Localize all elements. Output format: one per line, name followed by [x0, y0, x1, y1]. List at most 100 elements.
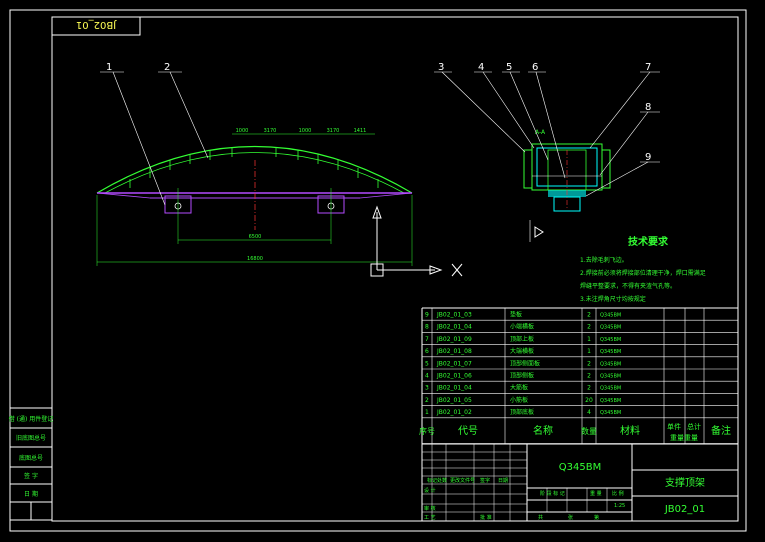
bom-row-material: Q345BM — [600, 398, 621, 404]
tech-req-title: 技术要求 — [628, 235, 669, 248]
balloon-4: 4 — [478, 62, 484, 73]
title-block: 标记 处数 更改文件号 签字 日期 设 计 审 核 工 艺 批 准 阶 段 标 … — [421, 443, 739, 522]
side-registration-strip: 借 (通) 用件登记 旧底图总号 底图总号 签 字 日 期 — [9, 407, 53, 521]
tb-change-doc: 更改文件号 — [450, 477, 475, 484]
bom-row-material: Q345BM — [600, 386, 621, 392]
tech-req-item-2: 2.焊接前必须将焊接部位清理干净，焊口需满足 焊缝平整要求，不得有夹渣气孔等。 — [580, 269, 708, 290]
bom-row-qty: 2 — [587, 324, 591, 331]
bom-row-code: JB02_01_08 — [436, 348, 472, 355]
bom-row-code: JB02_01_02 — [436, 409, 472, 416]
section-view-aa: A-A 3 4 5 6 7 8 9 — [434, 62, 660, 242]
bom-row-seq: 9 — [425, 312, 429, 319]
bom-row-code: JB02_01_04 — [436, 324, 472, 331]
bom-row-qty: 2 — [587, 360, 591, 367]
bom-row-material: Q345BM — [600, 325, 621, 331]
tb-sheet-sep: 张 — [568, 514, 573, 521]
bom-row-material: Q345BM — [600, 361, 621, 367]
bom-head-total-weight: 总计 — [687, 422, 701, 431]
tech-requirements: 技术要求 1.去除毛刺飞边。 2.焊接前必须将焊接部位清理干净，焊口需满足 焊缝… — [580, 235, 708, 303]
bom-row-qty: 4 — [587, 409, 591, 416]
bom-row-material: Q345BM — [600, 337, 621, 343]
tb-scale-label: 比 例 — [612, 490, 624, 497]
bom-row-code: JB02_01_09 — [436, 336, 472, 343]
side-label-4: 日 期 — [24, 490, 38, 498]
bom-row-seq: 1 — [425, 409, 429, 416]
bom-row-seq: 6 — [425, 348, 429, 355]
tb-stage-mark: 阶 段 标 记 — [540, 490, 565, 497]
dim-top-0: 1000 — [236, 128, 249, 134]
bom-row-qty: 20 — [585, 397, 593, 404]
tb-date: 日期 — [498, 478, 508, 484]
tb-sheet-no: 第 — [594, 514, 599, 521]
dim-bottom-long: 16800 — [247, 256, 263, 262]
tech-req-item-1: 1.去除毛刺飞边。 — [580, 256, 628, 264]
title-tag-text: JB02_01 — [76, 19, 117, 30]
bom-row-code: JB02_01_03 — [436, 312, 472, 319]
bom-row-qty: 1 — [587, 336, 591, 343]
tb-weight: 重 量 — [590, 490, 602, 497]
bom-row-name: 小筋板 — [510, 396, 528, 404]
bom-row-seq: 8 — [425, 324, 429, 331]
bom-row-seq: 2 — [425, 397, 429, 404]
section-label: A-A — [535, 129, 546, 136]
tech-req-item-3: 3.未注焊角尺寸均按规定 — [580, 295, 646, 303]
bom-head-code: 代号 — [458, 425, 478, 437]
balloon-2: 2 — [164, 62, 170, 73]
bom-row-name: 顶部侧面板 — [510, 359, 540, 367]
bom-row-seq: 3 — [425, 385, 429, 392]
tb-audit: 审 核 — [424, 505, 436, 512]
dim-top-2: 1000 — [299, 128, 312, 134]
bom-head-unit-weight: 单件 — [667, 422, 681, 431]
balloon-6: 6 — [532, 62, 538, 73]
bom-row-qty: 2 — [587, 385, 591, 392]
bom-row-code: JB02_01_07 — [436, 360, 472, 367]
title-tag-box — [51, 16, 141, 36]
drawing-frame — [51, 16, 739, 522]
bom-row-name: 垫板 — [510, 311, 522, 319]
bom-head-name: 名称 — [533, 424, 553, 437]
bom-head-qty: 数量 — [581, 426, 597, 436]
bom-head-seq: 序号 — [419, 426, 435, 436]
tb-design: 设 计 — [424, 487, 436, 494]
bom-row-code: JB02_01_04 — [436, 385, 472, 392]
balloon-3: 3 — [438, 62, 444, 73]
main-elevation-view: 6500 16800 1000 3170 1000 3170 1411 1 2 — [96, 62, 413, 266]
bom-row-qty: 2 — [587, 312, 591, 319]
bom-head-weight-suffix: 重量重量 — [670, 434, 698, 442]
tb-sheet-total: 共 — [538, 514, 543, 521]
bom-row-name: 顶部侧板 — [510, 372, 534, 380]
ucs-icon — [370, 205, 463, 277]
tb-approve: 批 准 — [480, 514, 492, 521]
bom-row-code: JB02_01_05 — [436, 397, 472, 404]
tb-scale-value: 1:25 — [614, 503, 625, 509]
bom-row-seq: 5 — [425, 360, 429, 367]
dim-top-1: 3170 — [264, 128, 277, 134]
balloon-7: 7 — [645, 62, 651, 73]
bom-row-qty: 2 — [587, 373, 591, 380]
tb-craft: 工 艺 — [424, 515, 436, 521]
side-label-2: 底图总号 — [19, 454, 43, 462]
bom-row-name: 小端横板 — [510, 323, 534, 331]
balloon-5: 5 — [506, 62, 512, 73]
balloon-9: 9 — [645, 152, 651, 163]
sheet-border — [9, 9, 747, 532]
bom-row-seq: 7 — [425, 336, 429, 343]
balloon-8: 8 — [645, 102, 651, 113]
bom-row-material: Q345BM — [600, 410, 621, 416]
bom-head-material: 材料 — [620, 424, 640, 437]
tb-count: 处数 — [437, 477, 447, 484]
side-label-3: 签 字 — [24, 472, 38, 480]
tb-mark: 标记 — [427, 477, 437, 484]
bom-row-material: Q345BM — [600, 374, 621, 380]
bom-row-name: 顶部底板 — [510, 408, 534, 416]
bom-row-code: JB02_01_06 — [436, 373, 472, 380]
bom-row-qty: 1 — [587, 348, 591, 355]
drawing-number: JB02_01 — [664, 504, 705, 515]
bom-row-material: Q345BM — [600, 349, 621, 355]
bom-row-name: 顶部上板 — [510, 335, 534, 343]
part-name: 支撑顶架 — [665, 476, 705, 489]
bom-head-remark: 备注 — [711, 424, 731, 437]
side-label-1: 旧底图总号 — [16, 434, 46, 442]
bom-row-seq: 4 — [425, 373, 429, 380]
